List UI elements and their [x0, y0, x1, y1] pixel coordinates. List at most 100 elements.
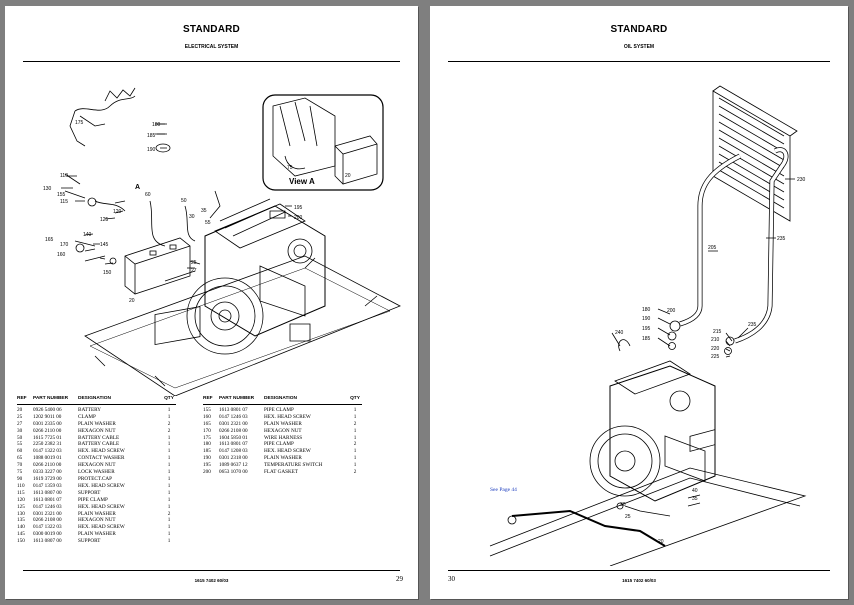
- cell-qty: 1: [353, 427, 357, 434]
- cell-ref: 155: [203, 406, 211, 413]
- cell-qty: 1: [353, 455, 357, 462]
- cell-des: PLAIN WASHER: [264, 455, 302, 462]
- footer-rule: [23, 570, 400, 571]
- cell-qty: 1: [167, 441, 171, 448]
- callout-label: 75: [287, 165, 293, 171]
- cell-part: 0300 0019 00: [33, 531, 62, 538]
- callout-label: 130: [43, 186, 52, 192]
- cell-ref: 120: [17, 496, 25, 503]
- page-number: 29: [396, 575, 403, 583]
- cell-qty: 1: [167, 524, 171, 531]
- cell-qty: 1: [353, 434, 357, 441]
- cell-ref: 195: [203, 462, 211, 469]
- callout-label: 20: [129, 298, 135, 304]
- cell-ref: 180: [203, 441, 211, 448]
- cell-des: PIPE CLAMP: [264, 441, 294, 448]
- cell-qty: 1: [167, 469, 171, 476]
- cell-ref: 75: [17, 469, 23, 476]
- cell-part: 0147 1246 03: [33, 503, 62, 510]
- callout-label: 145: [100, 242, 109, 248]
- cell-ref: 165: [203, 420, 211, 427]
- column-header-designation: DESIGNATION: [264, 396, 297, 401]
- cell-part: 1615 7725 01: [33, 434, 62, 441]
- cell-des: HEXAGON NUT: [78, 427, 116, 434]
- callout-label: 25: [191, 260, 197, 266]
- cell-des: BATTERY CABLE: [78, 434, 120, 441]
- callout-label: 55: [205, 220, 211, 226]
- cell-part: 1613 0801 07: [33, 496, 62, 503]
- cell-ref: 70: [17, 462, 23, 469]
- callout-label: 35: [201, 208, 207, 214]
- cell-part: 0147 1359 03: [33, 482, 62, 489]
- cell-ref: 110: [17, 482, 25, 489]
- electrical-system-drawing: 175 180 185 190 195 200 110 130 155 125 …: [43, 87, 401, 396]
- cell-ref: 27: [17, 420, 23, 427]
- header-rule: [23, 61, 400, 62]
- callout-label: 110: [60, 173, 68, 179]
- cell-des: BATTERY: [78, 406, 102, 413]
- view-a-marker: A: [135, 184, 140, 191]
- cell-des: FLAT GASKET: [264, 469, 299, 476]
- cell-ref: 170: [203, 427, 211, 434]
- cell-part: 0301 2335 00: [33, 420, 62, 427]
- header-rule: [448, 61, 830, 62]
- cell-part: 1613 0807 00: [33, 538, 62, 545]
- cell-des: BATTERY CABLE: [78, 441, 120, 448]
- cell-part: 0147 1322 03: [33, 524, 62, 531]
- cell-qty: 1: [167, 434, 171, 441]
- cell-part: 0333 3227 00: [33, 469, 62, 476]
- cell-part: 1202 9011 00: [33, 413, 62, 420]
- cell-qty: 1: [167, 455, 171, 462]
- callout-label: 175: [75, 120, 84, 126]
- cell-part: 0926 5400 06: [33, 406, 62, 413]
- callout-label: 125: [100, 217, 109, 223]
- cell-part: 0266 2108 00: [219, 427, 248, 434]
- section-subtitle: OIL SYSTEM: [623, 44, 655, 50]
- column-header-part: PART NUMBER: [219, 396, 255, 401]
- cell-des: HEXAGON NUT: [78, 517, 116, 524]
- callout-label: 30: [620, 502, 626, 508]
- cell-part: 0147 1322 03: [33, 448, 62, 455]
- callout-label: 150: [103, 270, 112, 276]
- callout-label: 180: [152, 122, 161, 128]
- cell-ref: 90: [17, 475, 23, 482]
- cell-ref: 30: [17, 427, 23, 434]
- cell-ref: 20: [17, 406, 23, 413]
- cell-ref: 125: [17, 503, 25, 510]
- cell-ref: 130: [17, 510, 25, 517]
- callout-label: 195: [642, 326, 651, 332]
- cell-qty: 1: [167, 448, 171, 455]
- footer-rule: [448, 570, 830, 571]
- callout-label: 160: [57, 252, 66, 258]
- callout-label: 40: [692, 488, 698, 494]
- callout-label: 190: [642, 316, 651, 322]
- callout-label: 185: [147, 133, 156, 139]
- callout-label: 165: [45, 237, 54, 243]
- cell-qty: 1: [167, 413, 171, 420]
- cell-part: 2250 2382 31: [33, 441, 62, 448]
- callout-label: 120: [113, 209, 122, 215]
- callout-label: 30: [189, 214, 195, 220]
- page-code: 1615 7402 60/03: [622, 578, 656, 583]
- see-page-link[interactable]: See Page 44: [490, 487, 517, 493]
- callout-label: 20: [658, 539, 664, 545]
- column-header-ref: REF: [203, 396, 213, 401]
- cell-part: 1613 0807 00: [33, 489, 62, 496]
